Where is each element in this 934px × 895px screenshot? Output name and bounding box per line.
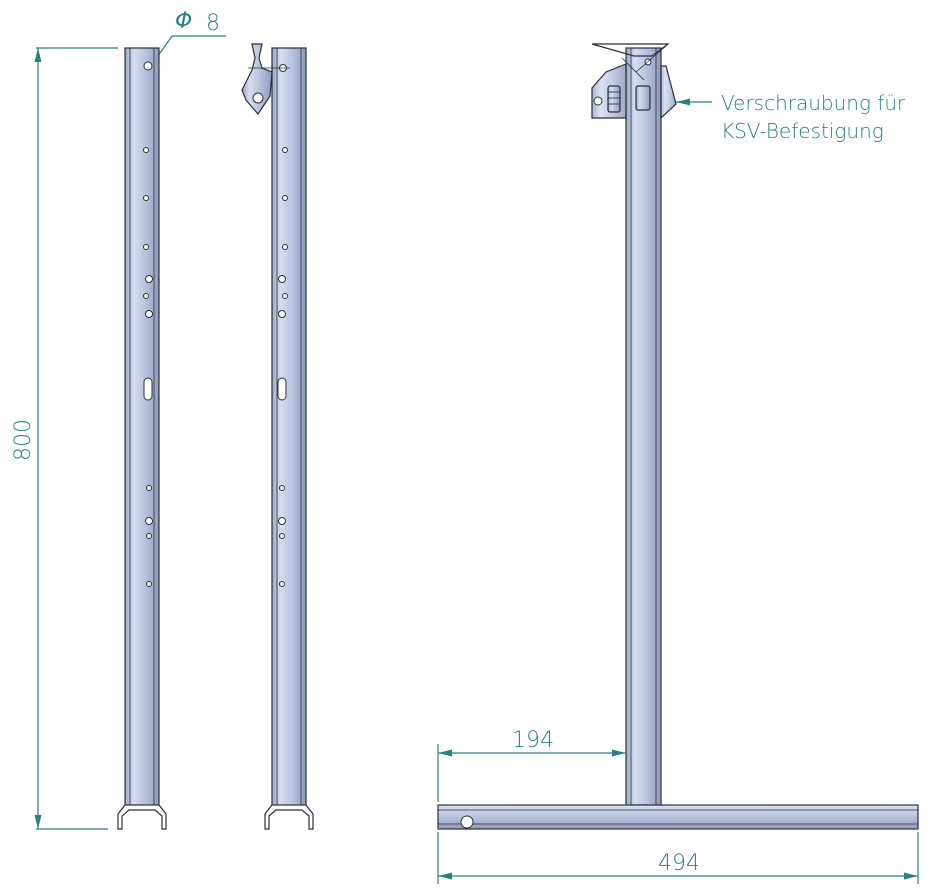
annotation-line-2: KSV-Befestigung (721, 119, 884, 143)
base-length-label: 494 (658, 851, 700, 876)
offset-dimension-label: 194 (512, 728, 554, 753)
post-front-view (117, 47, 167, 830)
height-dimension: 800 (11, 47, 118, 830)
offset-dimension: 194 (437, 728, 626, 802)
post-side-view (241, 43, 314, 830)
clamp-fitting (241, 43, 290, 115)
ksv-mount-bracket (591, 43, 677, 120)
diameter-symbol: Φ (175, 9, 192, 34)
diameter-value: 8 (206, 11, 220, 36)
stand-assembly (437, 43, 919, 830)
height-dimension-label: 800 (11, 419, 36, 461)
base-length-dimension: 494 (437, 832, 919, 884)
ksv-annotation: Verschraubung für KSV-Befestigung (676, 91, 906, 143)
annotation-line-1: Verschraubung für (721, 91, 906, 115)
